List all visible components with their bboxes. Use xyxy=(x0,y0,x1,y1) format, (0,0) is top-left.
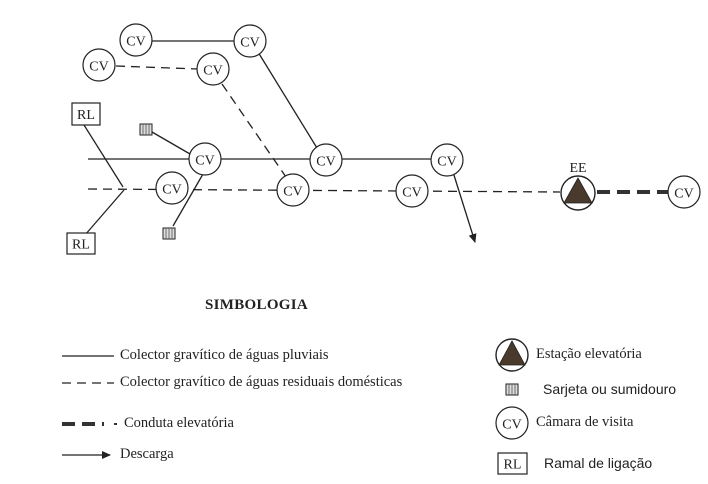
svg-text:CV: CV xyxy=(437,155,456,170)
svg-text:RL: RL xyxy=(72,238,90,253)
ee-label: EE xyxy=(569,161,586,176)
svg-text:CV: CV xyxy=(502,418,521,433)
pluvial-pipe-diagonal xyxy=(257,51,318,149)
legend-sarjeta-icon xyxy=(505,383,519,396)
sarjeta-icon xyxy=(162,227,176,240)
svg-text:CV: CV xyxy=(283,185,302,200)
pumping-station-icon xyxy=(560,175,596,211)
cv-node: CV xyxy=(309,143,343,177)
residual-pipe-top xyxy=(115,65,199,70)
legend-label-descarga: Descarga xyxy=(120,446,174,462)
legend-label-pluvial: Colector gravítico de águas pluviais xyxy=(120,347,329,363)
discharge-arrow xyxy=(452,171,477,243)
rl-box: RL xyxy=(66,232,96,255)
legend-label-ramal: Ramal de ligação xyxy=(544,455,653,471)
cv-node: CV xyxy=(430,143,464,177)
legend-label-pumping-station: Estação elevatória xyxy=(536,346,642,362)
legend-label-camara: Câmara de visita xyxy=(536,414,634,430)
cv-node: CV xyxy=(119,23,153,57)
legend-title: SIMBOLOGIA xyxy=(205,297,309,313)
svg-text:CV: CV xyxy=(89,60,108,75)
svg-text:CV: CV xyxy=(126,35,145,50)
svg-text:CV: CV xyxy=(195,154,214,169)
sarjeta-icon xyxy=(139,123,153,136)
cv-node: CV xyxy=(188,142,222,176)
cv-node: CV xyxy=(233,24,267,58)
cv-node: CV xyxy=(276,173,310,207)
pluvial-pipe-sarjeta-bottom xyxy=(172,173,204,227)
cv-node: CV xyxy=(155,171,189,205)
legend-rl-icon: RL xyxy=(497,452,528,475)
legend-pumping-station-icon xyxy=(495,338,529,372)
rl-box: RL xyxy=(71,102,101,126)
svg-text:RL: RL xyxy=(77,108,95,123)
cv-node: CV xyxy=(667,175,701,209)
svg-text:CV: CV xyxy=(162,183,181,198)
svg-text:CV: CV xyxy=(674,187,693,202)
legend-label-rising-main: Conduta elevatória xyxy=(124,415,234,431)
svg-text:CV: CV xyxy=(316,155,335,170)
pluvial-pipe-rl-lower xyxy=(84,189,125,236)
pluvial-pipe-sarjeta-top xyxy=(151,131,191,155)
svg-text:CV: CV xyxy=(402,186,421,201)
residual-pipe-diagonal xyxy=(221,83,287,178)
svg-text:CV: CV xyxy=(203,64,222,79)
svg-text:CV: CV xyxy=(240,36,259,51)
legend-label-residual: Colector gravítico de águas residuais do… xyxy=(120,374,403,390)
legend-cv-icon: CV xyxy=(495,406,529,440)
pluvial-pipe-rl-branch xyxy=(83,124,124,188)
svg-text:RL: RL xyxy=(504,458,522,473)
cv-node: CV xyxy=(196,52,230,86)
legend-label-sarjeta: Sarjeta ou sumidouro xyxy=(543,381,677,397)
cv-node: CV xyxy=(82,48,116,82)
cv-node: CV xyxy=(395,174,429,208)
